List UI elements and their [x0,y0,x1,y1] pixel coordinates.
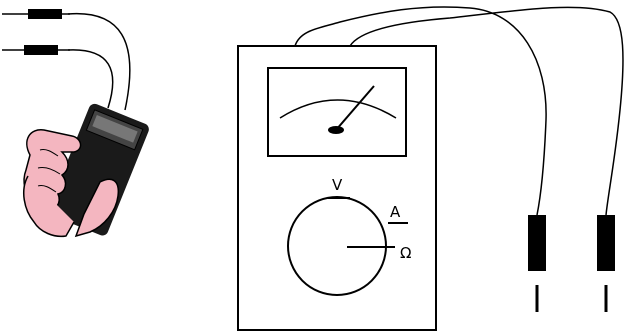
meter-needle-icon [335,85,375,131]
meter-needle-pivot-icon [328,126,344,134]
tester-body-icon [48,103,149,236]
hand-tester-group [2,9,149,238]
dial-label-amps: A [390,203,401,221]
test-probes-group [528,215,615,312]
dial-label-ohms: Ω [400,244,411,262]
tester-lead-wire-bottom [67,49,114,109]
meter-scale-arc [279,99,397,119]
meter-lead-wire-right [349,6,624,216]
hand-icon [22,129,120,238]
lead-plug-bottom-body-icon [24,45,58,55]
multimeter-group: V A Ω [237,6,624,331]
meter-lead-wire-left [294,6,547,216]
lead-plug-top-body-icon [28,9,62,19]
probe-left-handle-icon [528,215,546,271]
tester-lead-wire-top [67,12,131,111]
dial-label-volts: V [332,176,343,194]
probe-right-handle-icon [597,215,615,271]
